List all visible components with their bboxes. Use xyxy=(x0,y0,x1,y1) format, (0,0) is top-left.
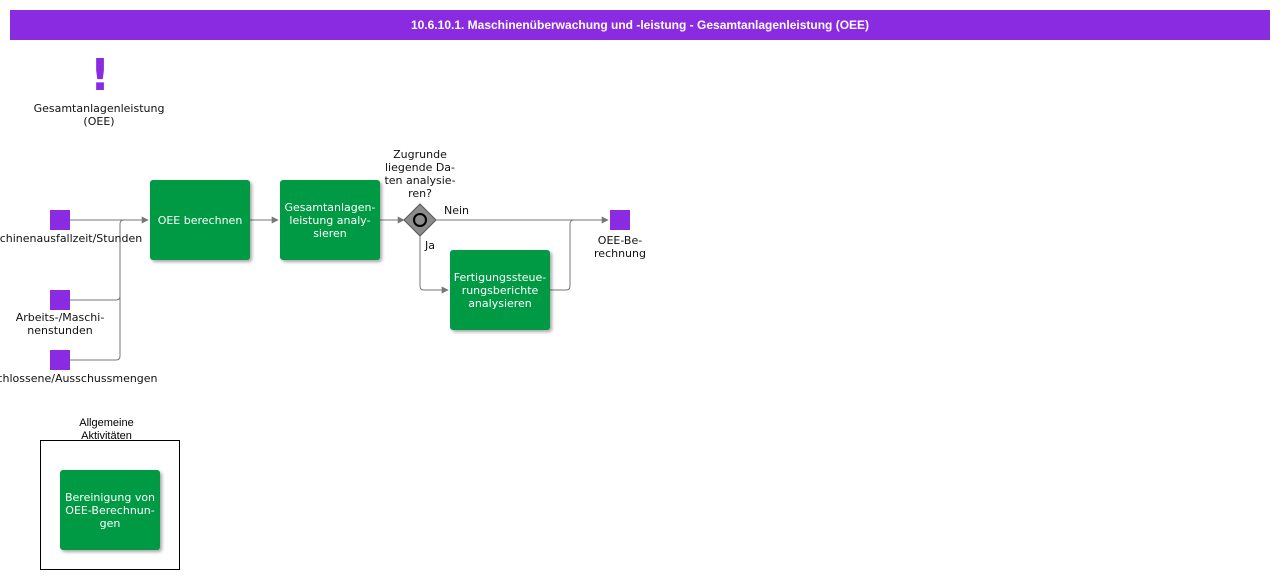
input-event-ausschussmengen[interactable] xyxy=(50,350,70,370)
task-fertigungssteuerungsberichte-analysieren[interactable]: Fertigungssteue- rungsberichte analysier… xyxy=(450,250,550,330)
group-title: Allgemeine Aktivitäten xyxy=(79,417,134,439)
input-label-maschinenausfallzeit: Maschinenausfallzeit/Stunden xyxy=(0,232,143,245)
diagram-title: 10.6.10.1. Maschinenüberwachung und -lei… xyxy=(10,10,1270,40)
exclamation-icon: ! xyxy=(89,50,111,101)
task-oee-berechnen[interactable]: OEE berechnen xyxy=(150,180,250,260)
milestone-label: Gesamtanlagenleistung (OEE) xyxy=(33,102,165,128)
input-label-ausschussmengen: Abgeschlossene/Ausschussmengen xyxy=(0,372,158,385)
task-gesamtanlagenleistung-analysieren[interactable]: Gesamtanlagen- leistung analy- sieren xyxy=(280,180,380,260)
exclusive-gateway xyxy=(403,203,437,237)
gateway-circle-icon xyxy=(413,213,427,227)
connector-gateway-yes xyxy=(419,236,449,294)
task-bereinigung-oee-berechnungen[interactable]: Bereinigung von OEE-Berechnun- gen xyxy=(60,470,160,550)
input-label-arbeitsstunden: Arbeits-/Maschi- nenstunden xyxy=(15,311,105,337)
gateway-no-label: Nein xyxy=(444,204,470,217)
input-event-maschinenausfallzeit[interactable] xyxy=(50,210,70,230)
connector-input3-merge xyxy=(70,224,121,361)
gateway-question-label: Zugrunde liegende Da- ten analysie- ren? xyxy=(384,148,456,200)
gateway-yes-label: Ja xyxy=(425,239,435,252)
connector-reports-to-output xyxy=(550,219,575,291)
group-allgemeine-aktivitaeten xyxy=(40,440,180,570)
input-event-arbeitsstunden[interactable] xyxy=(50,290,70,310)
output-label-oee-berechnung: OEE-Be- rechnung xyxy=(594,234,646,260)
output-event-oee-berechnung[interactable] xyxy=(610,210,630,230)
